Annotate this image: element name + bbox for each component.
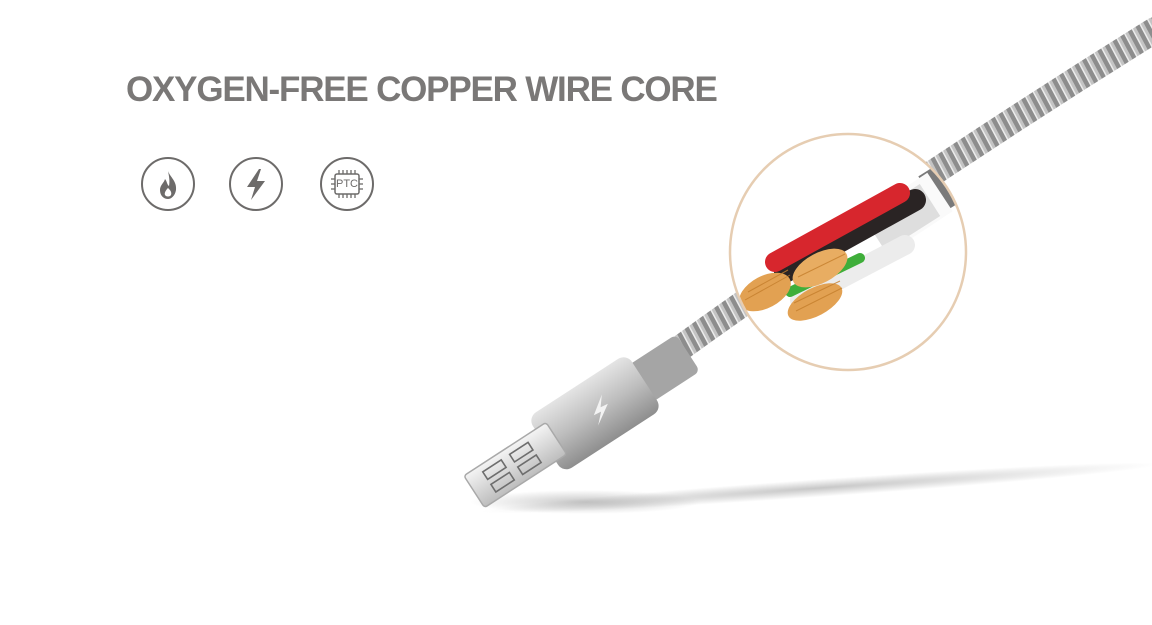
connector-bolt-icon (593, 394, 608, 426)
micro-usb-connector (464, 336, 698, 508)
cable-shadow (470, 462, 1152, 514)
ptc-label: PTC (336, 178, 358, 190)
lightning-bolt-icon (229, 157, 283, 211)
headline: OXYGEN-FREE COPPER WIRE CORE (126, 70, 718, 109)
ptc-chip-icon: PTC (320, 157, 374, 211)
flame-icon (141, 157, 195, 211)
copper-strands (739, 248, 848, 321)
wire-core-magnifier (728, 132, 968, 372)
